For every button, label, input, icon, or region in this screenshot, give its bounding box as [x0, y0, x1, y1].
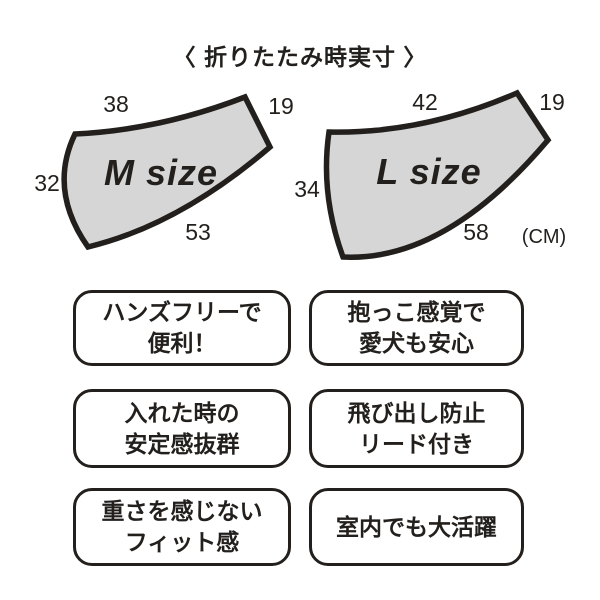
folded-size-diagram: 38 19 32 53 M size 42 19 34 58 L size (C…: [34, 89, 566, 260]
m-top-dimension: 38: [103, 91, 129, 117]
feature-text-line: 入れた時の: [124, 399, 240, 426]
unit-label: (CM): [522, 226, 566, 248]
feature-box-handsfree: ハンズフリーで 便利！: [73, 290, 291, 366]
feature-text-line: 愛犬も安心: [359, 330, 474, 356]
feature-text-line: ハンズフリーで: [102, 299, 262, 325]
feature-box-hug-feel: 抱っこ感覚で 愛犬も安心: [309, 290, 524, 366]
l-size-shape: [323, 89, 552, 260]
feature-box-indoor-use: 室内でも大活躍: [309, 488, 524, 566]
feature-text-line: 安定感抜群: [124, 430, 240, 457]
feature-text-line: フィット感: [124, 529, 240, 555]
feature-box-safety-leash: 飛び出し防止 リード付き: [309, 389, 524, 468]
feature-box-stability: 入れた時の 安定感抜群: [73, 389, 291, 468]
feature-text-line: 重さを感じない: [101, 498, 263, 524]
feature-text-line: 便利！: [147, 330, 217, 356]
l-left-dimension: 34: [294, 176, 320, 202]
feature-text-line: 抱っこ感覚で: [347, 299, 486, 325]
feature-text-line: リード付き: [359, 430, 474, 457]
page-title: 〈 折りたたみ時実寸 〉: [172, 44, 428, 70]
m-bottom-dimension: 53: [185, 219, 211, 245]
feature-box-lightweight-fit: 重さを感じない フィット感: [73, 488, 291, 566]
l-right-dimension: 19: [539, 89, 565, 115]
l-size-label: L size: [376, 151, 481, 192]
m-size-shape: [61, 93, 274, 251]
feature-text-line: 飛び出し防止: [347, 399, 486, 426]
l-top-dimension: 42: [412, 89, 438, 115]
feature-text-line: 室内でも大活躍: [336, 513, 497, 540]
m-size-label: M size: [104, 152, 218, 193]
m-right-dimension: 19: [268, 93, 294, 119]
l-bottom-dimension: 58: [463, 219, 489, 245]
m-left-dimension: 32: [34, 170, 60, 196]
